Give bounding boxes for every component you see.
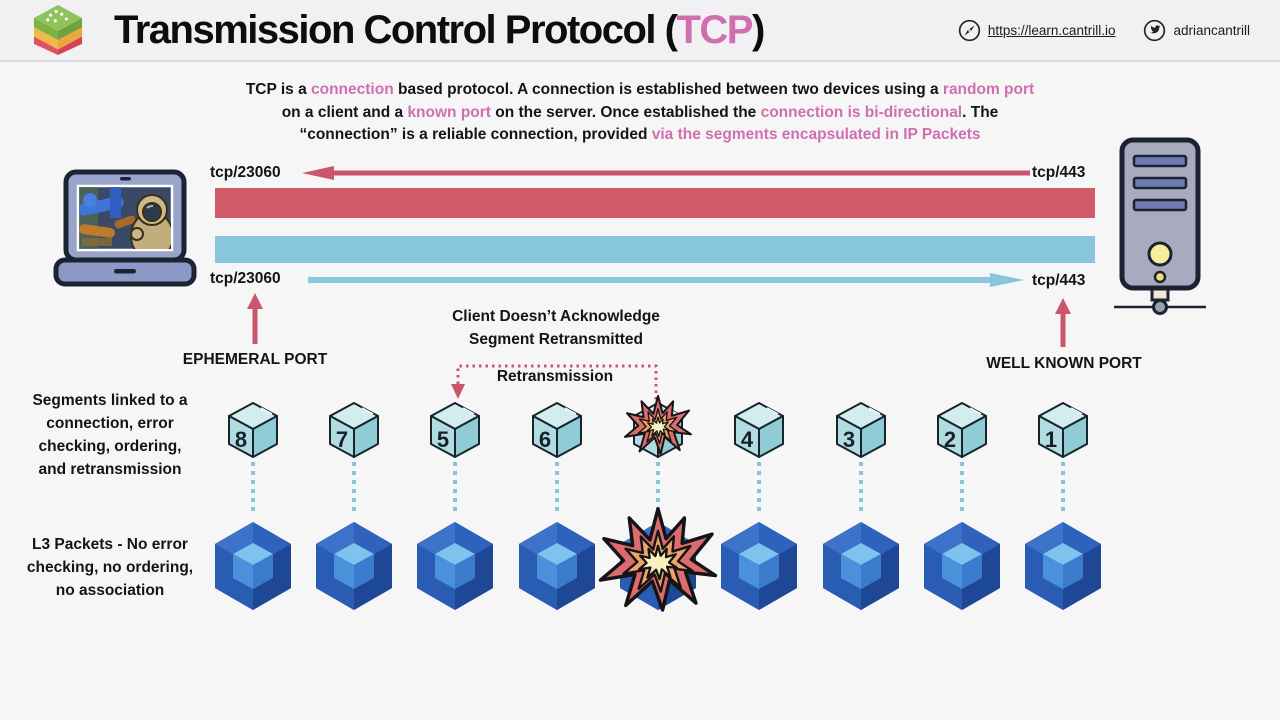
segment-packet-column: 4 [709, 400, 810, 616]
server-to-client-stream-bar [215, 188, 1095, 218]
segment-packet-link [250, 462, 255, 516]
laptop-screen-image [79, 187, 171, 249]
segment-cube: 3 [835, 402, 886, 458]
compass-icon [958, 19, 981, 41]
segment-cube-exploded [623, 395, 692, 458]
twitter-link-item: adriancantrill [1143, 19, 1250, 42]
segment-packet-column [598, 395, 718, 616]
ephemeral-port-label: EPHEMERAL PORT [182, 351, 328, 368]
packet-cube [923, 522, 1000, 610]
explosion-icon [598, 507, 718, 612]
segments-and-packets: 8 7 5 6 4 3 2 1 [202, 395, 1114, 616]
segment-cube: 1 [1038, 402, 1089, 458]
svg-text:8: 8 [235, 427, 247, 452]
client-to-server-arrow [308, 273, 1024, 287]
brand-logo-icon [33, 5, 83, 55]
svg-text:7: 7 [336, 427, 348, 452]
well-known-port-arrow [1055, 298, 1071, 347]
segment-packet-column: 3 [810, 400, 911, 616]
packet-cube [518, 522, 595, 610]
intro-text: TCP is a connection based protocol. A co… [245, 81, 1035, 143]
title-accent: TCP [676, 7, 753, 52]
segment-cube: 2 [936, 402, 987, 458]
segment-packet-link [554, 462, 559, 516]
segment-packet-column: 6 [506, 400, 607, 616]
segment-cube: 5 [430, 402, 481, 458]
segment-packet-column: 8 [202, 400, 303, 616]
explosion-icon [623, 395, 692, 456]
ephemeral-port-arrow [247, 293, 263, 344]
retransmission-label: Retransmission [496, 368, 614, 385]
segment-packet-column: 1 [1013, 400, 1114, 616]
header: Transmission Control Protocol (TCP) http… [0, 0, 1280, 62]
segment-packet-column: 7 [303, 400, 404, 616]
segment-cube: 7 [328, 402, 379, 458]
segment-cube: 4 [734, 402, 785, 458]
segment-packet-link [959, 462, 964, 516]
packet-cube [315, 522, 392, 610]
server-port-top-label: tcp/443 [1032, 164, 1086, 181]
client-laptop-icon [53, 169, 197, 287]
packet-cube [822, 522, 899, 610]
segment-packet-link [453, 462, 458, 516]
svg-text:4: 4 [741, 427, 754, 452]
segment-packet-link [858, 462, 863, 516]
site-link-item: https://learn.cantrill.io [958, 19, 1116, 42]
segment-packet-link [757, 462, 762, 516]
svg-text:2: 2 [944, 427, 956, 452]
segment-cube: 6 [531, 402, 582, 458]
server-icon [1114, 137, 1206, 315]
site-link[interactable]: https://learn.cantrill.io [987, 22, 1116, 38]
packet-cube [1025, 522, 1102, 610]
packet-cube-exploded [598, 507, 718, 612]
server-port-bottom-label: tcp/443 [1032, 272, 1086, 289]
client-to-server-stream-bar [215, 236, 1095, 263]
server-to-client-arrow [302, 166, 1030, 180]
client-port-bottom-label: tcp/23060 [210, 270, 281, 287]
segment-packet-link [351, 462, 356, 516]
svg-text:3: 3 [843, 427, 855, 452]
packet-cube [417, 522, 494, 610]
segments-caption: Segments linked to a connection, error c… [32, 392, 188, 478]
page-title: Transmission Control Protocol (TCP) [114, 7, 765, 52]
segment-packet-column: 2 [911, 400, 1012, 616]
svg-text:1: 1 [1045, 427, 1057, 452]
svg-text:6: 6 [539, 427, 551, 452]
well-known-port-label: WELL KNOWN PORT [986, 355, 1142, 372]
packet-cube [721, 522, 798, 610]
twitter-icon [1144, 19, 1166, 41]
segment-packet-link [655, 462, 660, 516]
retransmission-note: Client Doesn’t Acknowledge Segment Retra… [452, 308, 660, 348]
segment-cube: 8 [227, 402, 278, 458]
packets-caption: L3 Packets - No error checking, no order… [26, 536, 194, 599]
segment-packet-column: 5 [405, 400, 506, 616]
client-port-top-label: tcp/23060 [210, 164, 281, 181]
segment-packet-link [1061, 462, 1066, 516]
packet-cube [214, 522, 291, 610]
twitter-handle[interactable]: adriancantrill [1173, 22, 1250, 38]
svg-text:5: 5 [437, 427, 449, 452]
header-links: https://learn.cantrill.io adriancantrill [958, 19, 1250, 42]
retransmission-path [451, 364, 658, 404]
